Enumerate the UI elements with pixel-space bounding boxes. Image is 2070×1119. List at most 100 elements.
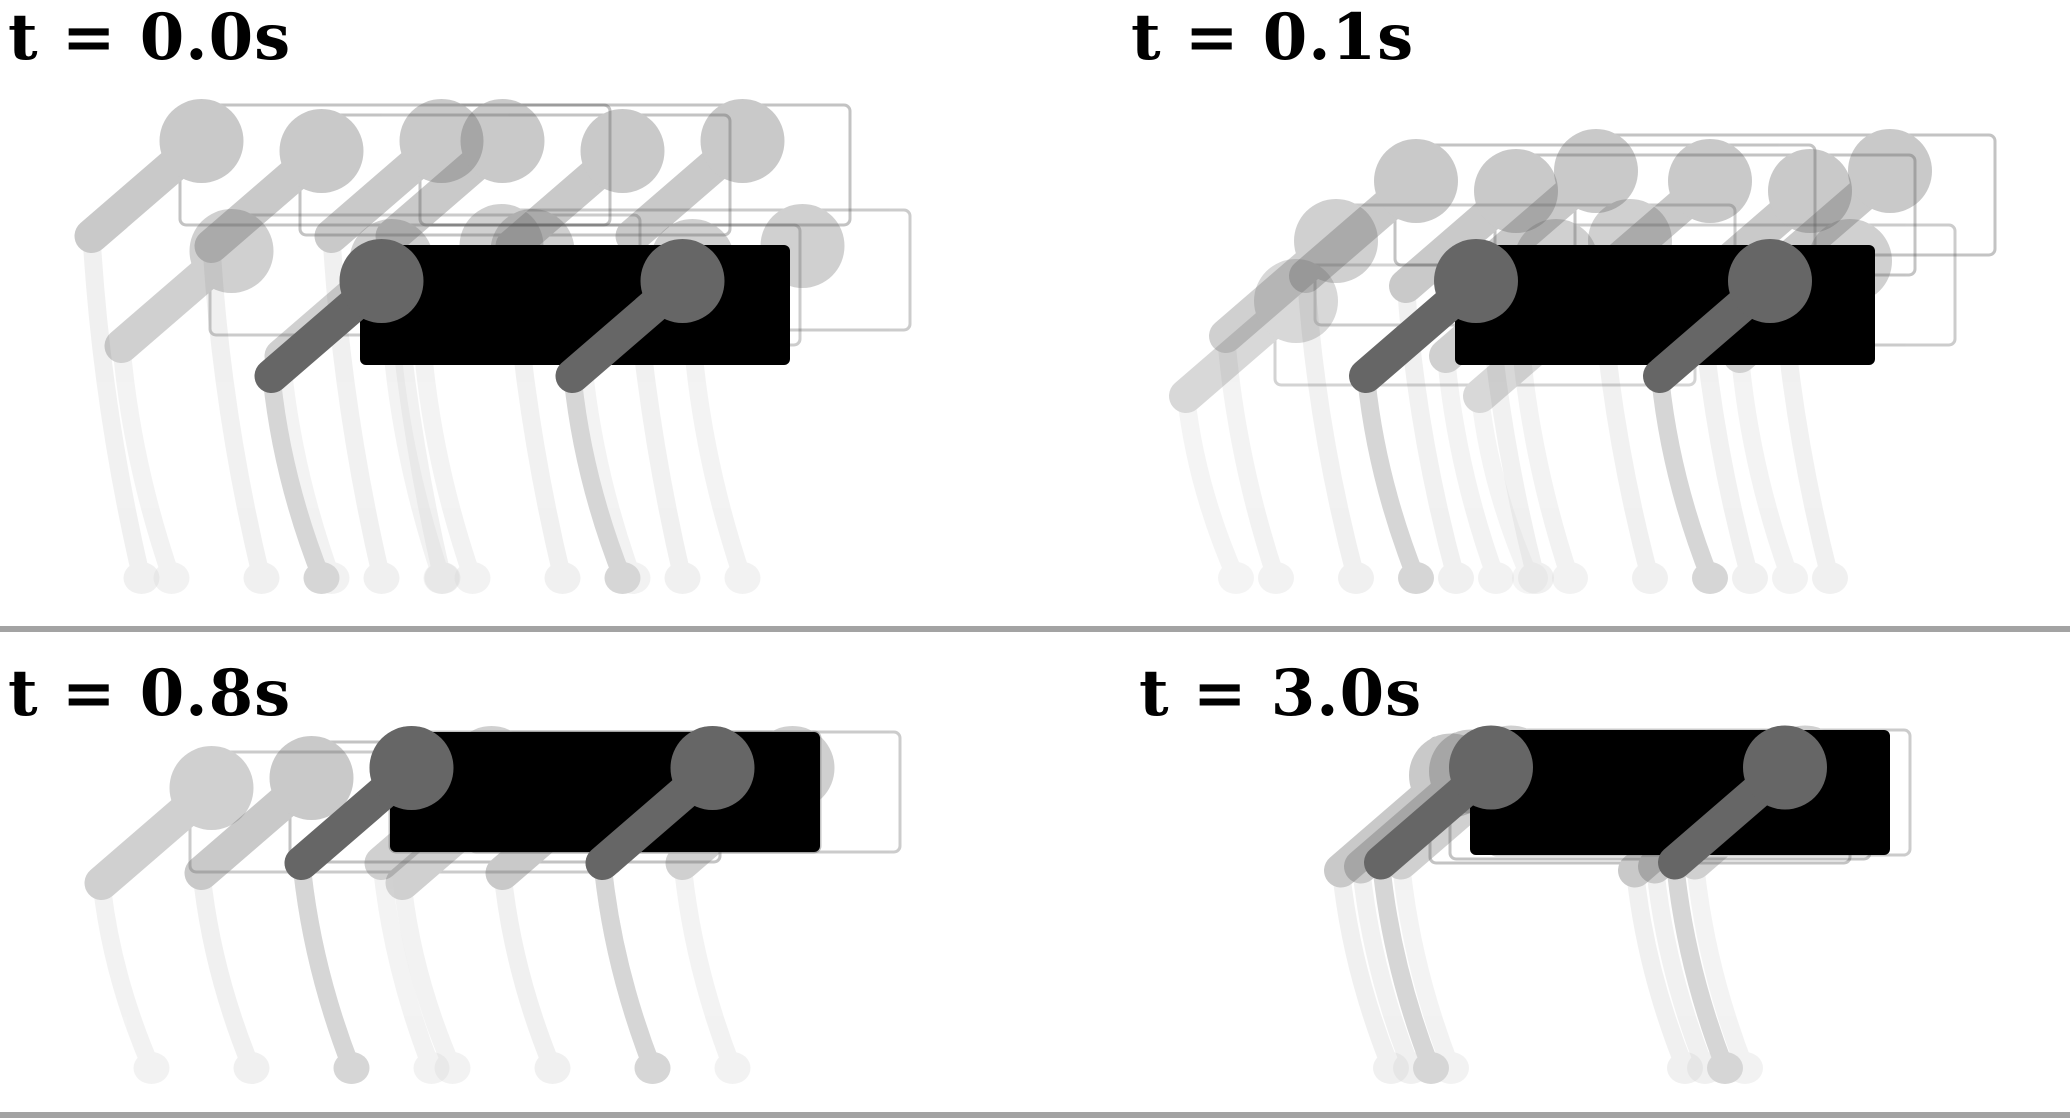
hip-joint <box>1554 129 1638 213</box>
ground-line <box>1035 1112 2070 1118</box>
lower-leg <box>1511 327 1579 587</box>
hip-joint <box>269 736 354 820</box>
foot <box>1413 1052 1449 1084</box>
foot <box>1398 562 1434 594</box>
upper-leg <box>615 124 760 253</box>
upper-leg <box>104 234 249 363</box>
foot <box>1338 562 1374 594</box>
foot <box>724 562 761 594</box>
robot-body <box>298 113 732 237</box>
hip-joint <box>369 726 454 810</box>
foot <box>1438 562 1474 594</box>
lower-leg <box>82 227 151 587</box>
upper-leg <box>74 124 219 253</box>
upper-leg <box>1324 758 1468 888</box>
hip-joint <box>399 99 484 183</box>
lower-leg <box>382 332 451 587</box>
hip-joint <box>1254 259 1338 343</box>
foot <box>123 562 160 594</box>
hip-joint <box>339 239 424 323</box>
foot <box>634 1052 671 1084</box>
robot-pose <box>1469 129 1997 594</box>
upper-leg <box>495 134 640 263</box>
panel-t1: t = 0.1s <box>1035 0 2070 635</box>
robot-pose <box>284 726 820 1084</box>
lower-leg <box>1666 853 1734 1077</box>
time-label: t = 0.1s <box>1131 0 1415 75</box>
hip-joint <box>1474 149 1558 233</box>
lower-leg <box>673 854 742 1077</box>
lower-leg <box>1626 861 1694 1077</box>
upper-leg <box>1169 284 1313 413</box>
hip-joint <box>279 109 364 193</box>
hip-joint <box>1449 725 1533 810</box>
upper-leg <box>1209 224 1353 353</box>
lower-leg <box>202 237 271 587</box>
lower-leg <box>1217 327 1285 587</box>
robot-body <box>418 103 852 227</box>
ground-line <box>0 626 1035 632</box>
lower-leg <box>1471 387 1539 587</box>
foot <box>544 562 581 594</box>
hip-joint <box>580 109 665 193</box>
upper-leg <box>184 761 329 890</box>
lower-leg <box>1437 347 1505 587</box>
foot <box>1518 562 1554 594</box>
lower-leg <box>1686 853 1754 1077</box>
foot <box>1552 562 1588 594</box>
panel-t30: t = 3.0s <box>1035 660 2070 1119</box>
foot <box>1478 562 1514 594</box>
upper-leg <box>314 124 459 253</box>
hip-joint <box>1434 239 1518 323</box>
lower-leg <box>372 854 441 1077</box>
lower-leg <box>1646 857 1714 1077</box>
hip-joint <box>670 726 755 810</box>
lower-leg <box>563 367 632 587</box>
robot-scene <box>74 99 912 594</box>
lower-leg <box>262 367 331 587</box>
upper-leg <box>1289 164 1433 293</box>
ground-line <box>0 1112 1035 1118</box>
upper-leg <box>1389 174 1533 303</box>
foot <box>133 1052 170 1084</box>
lower-leg <box>393 874 462 1077</box>
foot <box>604 562 641 594</box>
foot <box>1732 562 1768 594</box>
lower-leg <box>322 227 391 587</box>
robot-pose <box>1364 725 1890 1084</box>
foot <box>664 562 701 594</box>
robot-pose <box>254 239 790 594</box>
hip-joint <box>1743 725 1827 810</box>
foot <box>423 562 460 594</box>
hip-joint <box>169 746 254 830</box>
hip-joint <box>1374 139 1458 223</box>
time-label: t = 0.8s <box>8 656 292 731</box>
robot-scene <box>1324 725 1912 1084</box>
lower-leg <box>1731 347 1799 587</box>
foot <box>153 562 190 594</box>
foot <box>303 562 340 594</box>
robot-body <box>1455 245 1875 365</box>
robot-pose <box>314 99 852 594</box>
foot <box>1667 1052 1703 1084</box>
hip-joint <box>189 209 274 293</box>
lower-leg <box>593 854 662 1077</box>
time-label: t = 3.0s <box>1139 656 1423 731</box>
hip-joint <box>640 239 725 323</box>
robot-scene <box>1169 129 1997 594</box>
robot-body <box>360 245 790 365</box>
foot <box>534 1052 571 1084</box>
time-label: t = 0.0s <box>8 0 292 75</box>
upper-leg <box>84 771 229 900</box>
lower-leg <box>413 337 482 587</box>
lower-leg <box>1352 857 1420 1077</box>
lower-leg <box>92 874 161 1077</box>
hip-joint <box>1294 199 1378 283</box>
upper-leg <box>194 134 339 263</box>
foot <box>424 562 461 594</box>
hip-joint <box>700 99 785 183</box>
robot-pose <box>1349 239 1875 594</box>
lower-leg <box>192 864 261 1077</box>
lower-leg <box>112 337 181 587</box>
hip-joint <box>1668 139 1752 223</box>
